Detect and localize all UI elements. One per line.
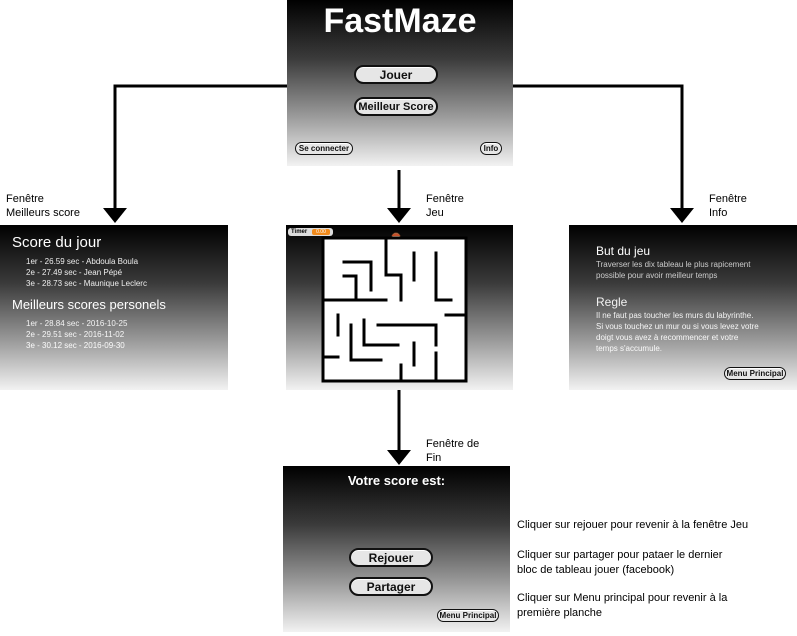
- home-screen: FastMaze Jouer Meilleur Score Se connect…: [287, 0, 513, 166]
- goal-text: Traverser les dix tableau le plus rapice…: [596, 260, 751, 269]
- rule-text: Si vous touchez un mur ou si vous levez …: [596, 322, 759, 331]
- app-title: FastMaze: [323, 2, 477, 40]
- best-scores-screen: Score du jour 1er - 26.59 sec - Abdoula …: [0, 225, 228, 390]
- rule-text: temps s'accumule.: [596, 344, 662, 353]
- login-button[interactable]: Se connecter: [295, 142, 353, 155]
- rule-title: Regle: [596, 295, 628, 309]
- arrowhead-game: [387, 208, 411, 223]
- goal-text: possible pour avoir meilleur temps: [596, 271, 718, 280]
- end-screen: Votre score est: Rejouer Partager Menu P…: [283, 466, 510, 632]
- timer-label: Timer: [291, 229, 308, 235]
- info-button[interactable]: Info: [480, 142, 502, 155]
- daily-score-entry: 1er - 26.59 sec - Abdoula Boula: [26, 257, 139, 266]
- game-screen: Timer 0.00: [286, 225, 513, 390]
- timer-value: 0.00: [312, 229, 330, 235]
- annotation-menu: Cliquer sur Menu principal pour revenir …: [517, 592, 728, 619]
- daily-score-title: Score du jour: [12, 234, 102, 251]
- connector-to-scores: [113, 84, 290, 210]
- rule-text: doigt vous avez à recommencer et votre: [596, 333, 739, 342]
- rule-text: Il ne faut pas toucher les murs du labyr…: [596, 311, 754, 320]
- personal-score-title: Meilleurs scores personels: [12, 297, 166, 312]
- timer-box: Timer 0.00: [288, 228, 333, 236]
- arrowhead-info: [670, 208, 694, 223]
- connector-to-info: [513, 84, 684, 210]
- personal-score-entry: 3e - 30.12 sec - 2016-09-30: [26, 341, 125, 350]
- personal-score-entry: 2e - 29.51 sec - 2016-11-02: [26, 330, 125, 339]
- arrowhead-scores: [103, 208, 127, 223]
- maze[interactable]: [286, 225, 513, 390]
- info-screen: But du jeu Traverser les dix tableau le …: [569, 225, 797, 390]
- personal-score-entry: 1er - 28.84 sec - 2016-10-25: [26, 319, 128, 328]
- score-title: Votre score est:: [347, 473, 446, 488]
- main-menu-button[interactable]: Menu Principal: [437, 609, 499, 622]
- daily-score-entry: 2e - 27.49 sec - Jean Pépé: [26, 268, 123, 277]
- share-button[interactable]: Partager: [349, 577, 433, 596]
- replay-button[interactable]: Rejouer: [349, 548, 433, 567]
- daily-score-entry: 3e - 28.73 sec - Maunique Leclerc: [26, 279, 147, 288]
- arrowhead-end: [387, 450, 411, 465]
- annotation-share: Cliquer sur partager pour pataer le dern…: [517, 549, 723, 576]
- best-score-button[interactable]: Meilleur Score: [354, 97, 438, 116]
- main-menu-button[interactable]: Menu Principal: [724, 367, 786, 380]
- goal-title: But du jeu: [596, 244, 651, 258]
- play-button[interactable]: Jouer: [354, 65, 438, 84]
- annotation-replay: Cliquer sur rejouer pour revenir à la fe…: [517, 519, 749, 531]
